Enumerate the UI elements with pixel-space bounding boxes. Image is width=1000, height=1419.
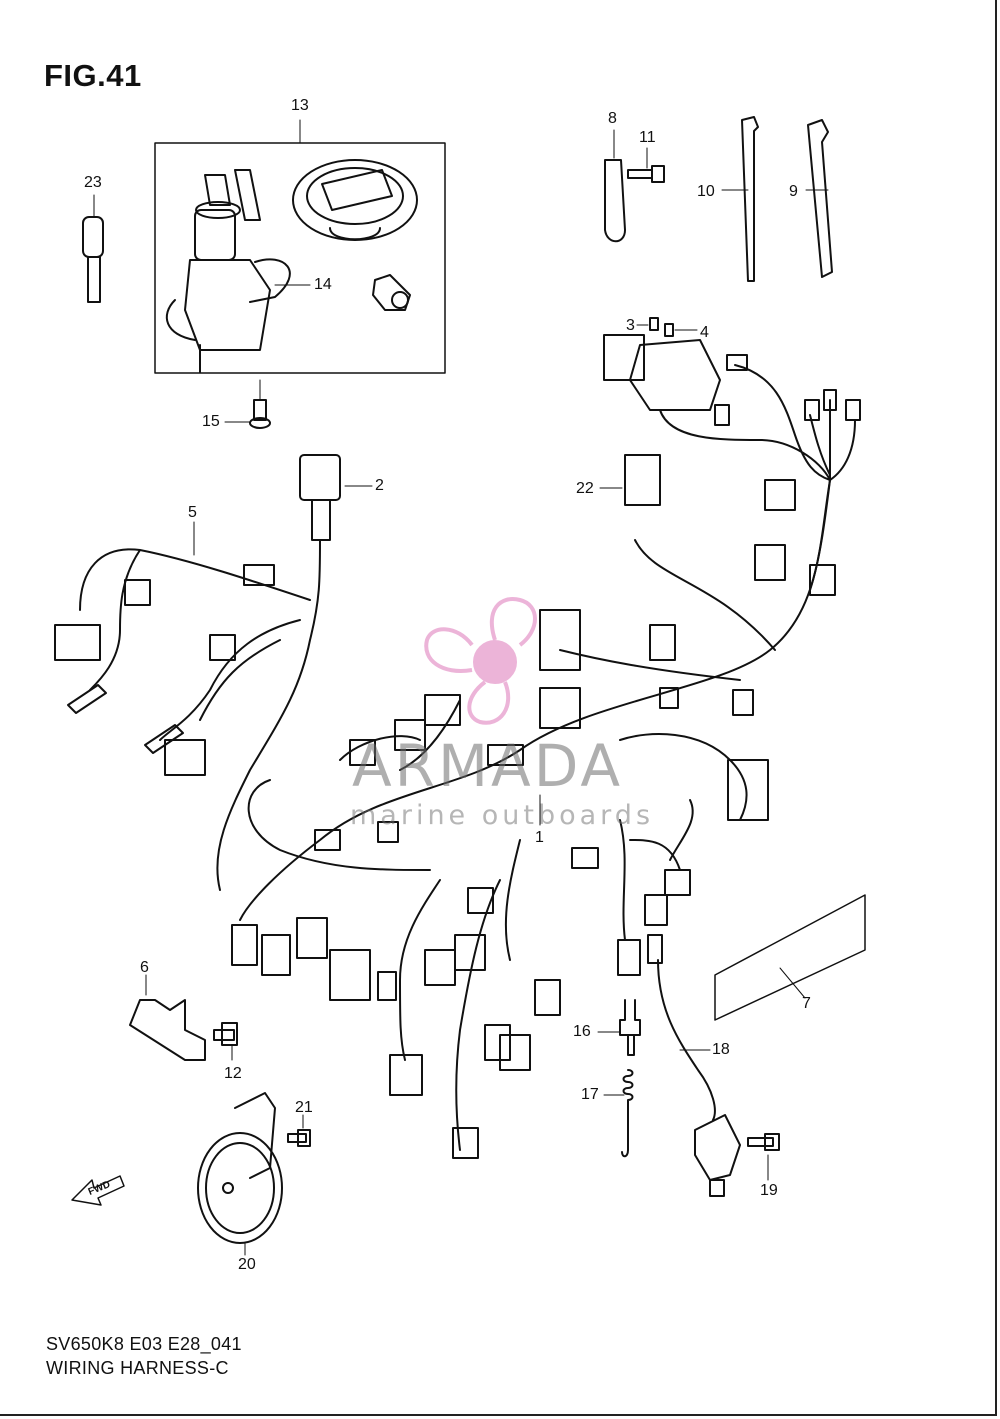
- key-23: [82, 194, 104, 303]
- bracket-6: [129, 999, 206, 1061]
- upper-right-harness: [659, 364, 856, 481]
- cable-tie-9: [807, 119, 833, 278]
- spring-17: [621, 1069, 634, 1158]
- callout-8: 8: [608, 110, 617, 127]
- horn-20: [197, 1092, 283, 1244]
- ignition-kit-box: [154, 142, 446, 374]
- callout-19: 19: [760, 1182, 778, 1199]
- figure-title: FIG.41: [44, 58, 142, 93]
- callout-17: 17: [581, 1086, 599, 1103]
- fwd-arrow: [71, 1175, 125, 1206]
- callout-9: 9: [789, 183, 798, 200]
- callout-12: 12: [224, 1065, 242, 1082]
- watermark-tagline: marine outboards: [350, 800, 655, 831]
- watermark-logo: [424, 597, 537, 725]
- label-plate-7: [714, 894, 866, 1021]
- fuel-cap: [292, 159, 418, 241]
- callout-20: 20: [238, 1256, 256, 1273]
- part-name: WIRING HARNESS-C: [46, 1358, 229, 1378]
- callout-4: 4: [700, 324, 709, 341]
- callout-3: 3: [626, 317, 635, 334]
- connector-2: [299, 454, 341, 501]
- callout-7: 7: [802, 995, 811, 1012]
- cable-18: [657, 959, 716, 1121]
- callout-18: 18: [712, 1041, 730, 1058]
- callout-13: 13: [291, 97, 309, 114]
- callout-22: 22: [576, 480, 594, 497]
- watermark-brand: ARMADA: [352, 732, 624, 800]
- relay-22: [624, 454, 661, 506]
- callout-15: 15: [202, 413, 220, 430]
- callout-6: 6: [140, 959, 149, 976]
- switch-16: [619, 999, 641, 1056]
- lock-barrel: [372, 274, 411, 311]
- model-code: SV650K8 E03 E28_041: [46, 1334, 242, 1354]
- callout-11: 11: [639, 129, 656, 146]
- callout-16: 16: [573, 1023, 591, 1040]
- connector-cluster: [231, 479, 836, 1159]
- callout-5: 5: [188, 504, 197, 521]
- bolt-11: [627, 165, 665, 183]
- main-harness: [239, 479, 831, 921]
- callout-23: 23: [84, 174, 102, 191]
- callout-10: 10: [697, 183, 715, 200]
- cable-tie-10: [741, 116, 759, 282]
- bolt-12: [213, 1022, 238, 1046]
- callout-1: 1: [535, 829, 544, 846]
- sub-harness-5: [79, 539, 321, 891]
- ignition-switch: [165, 169, 291, 373]
- fuse-box: [603, 334, 645, 381]
- bolt-21: [287, 1129, 311, 1147]
- callout-21: 21: [295, 1099, 313, 1116]
- callout-14: 14: [314, 276, 332, 293]
- bolt-19: [747, 1133, 780, 1151]
- callout-2: 2: [375, 477, 384, 494]
- clamp-8: [604, 159, 626, 243]
